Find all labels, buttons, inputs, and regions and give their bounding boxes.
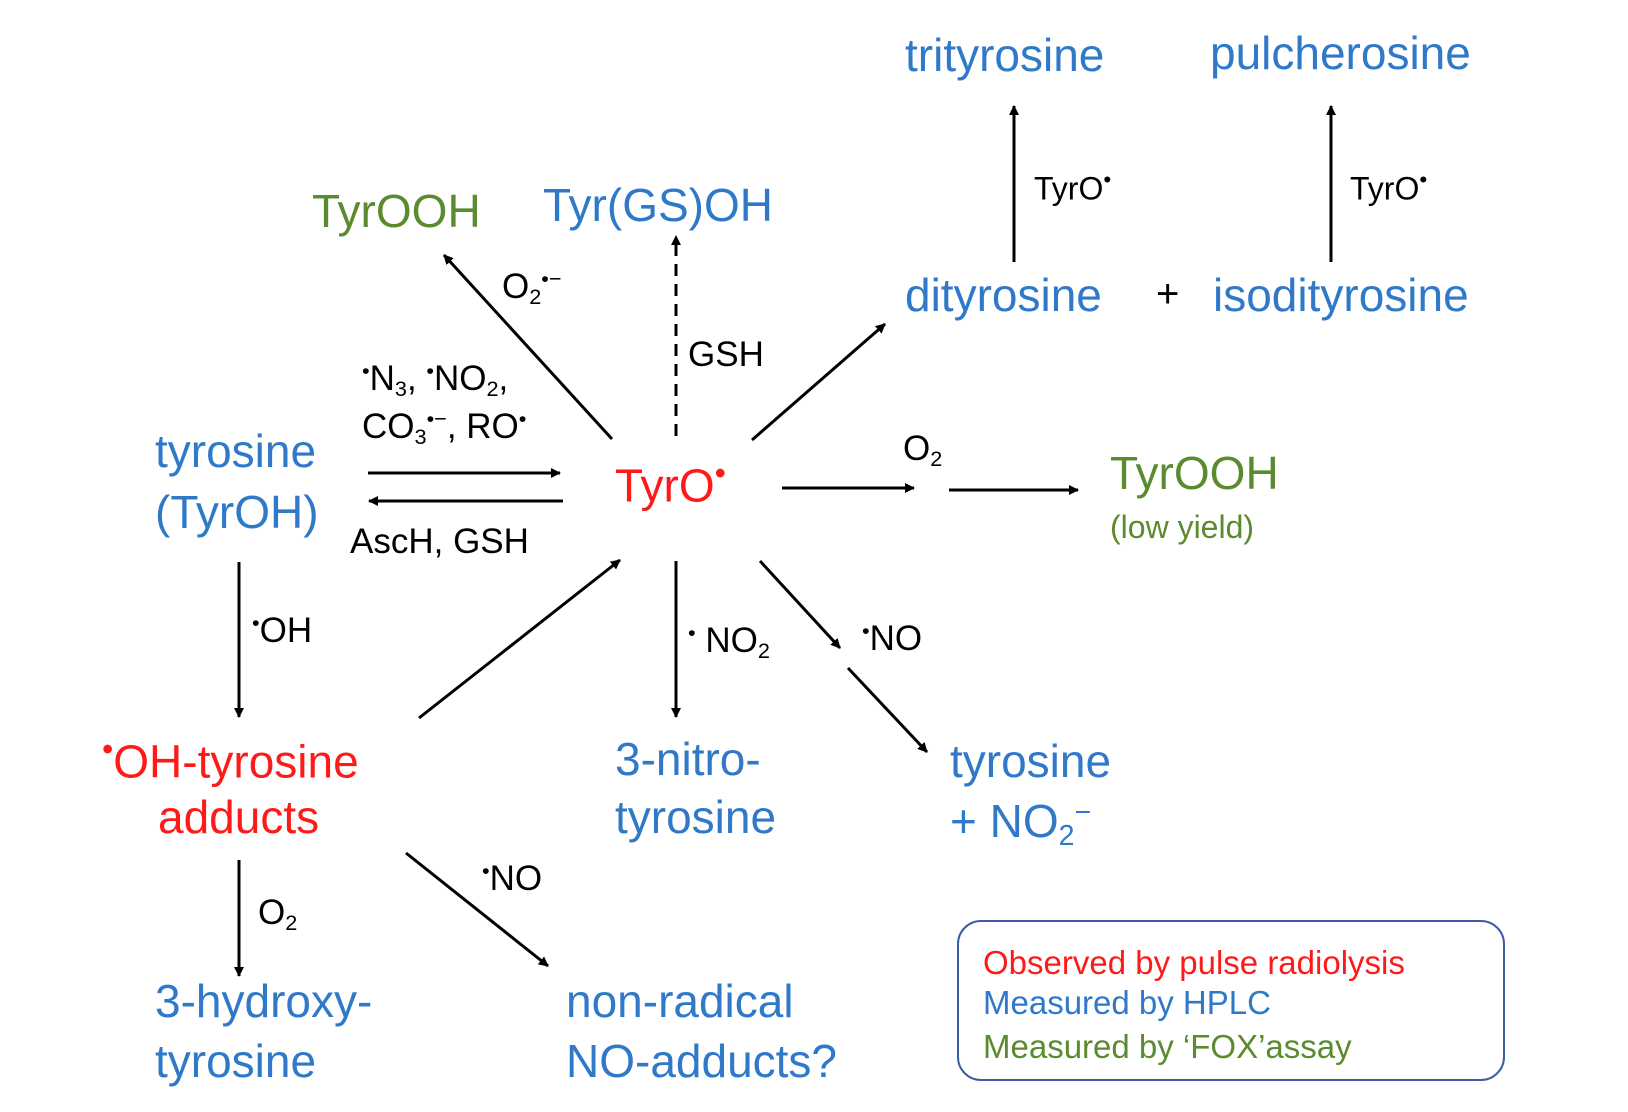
node-hydroxy-line2: tyrosine	[155, 1035, 317, 1087]
reagent-no-radical-bottom: •NO	[482, 858, 543, 898]
reagent-oh-radical: •OH	[252, 610, 313, 650]
node-tyrooh-right: TyrOOH	[1110, 447, 1279, 499]
reagent-tyro-right: TyrO•	[1350, 167, 1428, 207]
node-nitro-line2: tyrosine	[615, 791, 777, 843]
node-isodityrosine: isodityrosine	[1213, 269, 1469, 321]
node-nitro-line1: 3-nitro-	[615, 733, 761, 785]
arrow-tyro-to-dityrosine	[751, 322, 886, 442]
arrow-tyro-to-tyrooh	[442, 253, 614, 441]
node-tyro-radical: TyrO•	[615, 455, 726, 512]
node-trityrosine: trityrosine	[905, 29, 1105, 81]
node-nonradical-line2: NO-adducts?	[566, 1035, 838, 1087]
legend-item-green: Measured by ‘FOX’assay	[983, 1028, 1352, 1065]
legend-box: Observed by pulse radiolysis Measured by…	[957, 920, 1505, 1081]
reagent-reverse: AscH, GSH	[350, 522, 529, 561]
node-tyr-no2-line2: + NO2−	[950, 795, 1092, 852]
reagent-no2-radical: • NO2	[688, 620, 770, 664]
node-tyr-gs-oh: Tyr(GS)OH	[543, 179, 773, 231]
node-oh-adducts-line1: •OH-tyrosine	[102, 731, 359, 788]
arrow-no-to-tyrosine-no2	[846, 666, 929, 754]
node-tyrooh-top: TyrOOH	[312, 185, 481, 237]
node-tyrosine-line1: tyrosine	[155, 425, 317, 477]
reagent-no-radical-right: •NO	[862, 618, 923, 658]
node-nonradical-line1: non-radical	[566, 975, 794, 1027]
arrow-tyro-to-no	[758, 559, 842, 650]
arrow-oh-adducts-to-nonradical	[405, 851, 549, 968]
reagent-o2-right: O2	[903, 429, 943, 472]
node-pulcherosine: pulcherosine	[1210, 27, 1471, 79]
reagent-oxidants-line2: CO3•−, RO•	[362, 406, 527, 450]
legend-item-red: Observed by pulse radiolysis	[983, 944, 1405, 981]
node-low-yield: (low yield)	[1110, 509, 1255, 545]
reagent-o2-down: O2	[258, 893, 298, 936]
node-oh-adducts-line2: adducts	[158, 791, 320, 843]
node-tyr-no2-line1: tyrosine	[950, 735, 1112, 787]
arrow-oh-adducts-to-tyro	[418, 558, 621, 720]
node-dityrosine: dityrosine	[905, 269, 1102, 321]
reagent-gsh-dashed: GSH	[688, 335, 764, 374]
reagent-superoxide: O2•−	[502, 266, 562, 310]
reagent-oxidants-line1: •N3, •NO2,	[362, 358, 509, 402]
plus-sign: +	[1156, 272, 1180, 316]
legend-item-blue: Measured by HPLC	[983, 984, 1271, 1021]
reagent-tyro-left: TyrO•	[1034, 167, 1112, 207]
node-hydroxy-line1: 3-hydroxy-	[155, 975, 373, 1027]
node-tyrosine-line2: (TyrOH)	[155, 486, 319, 538]
